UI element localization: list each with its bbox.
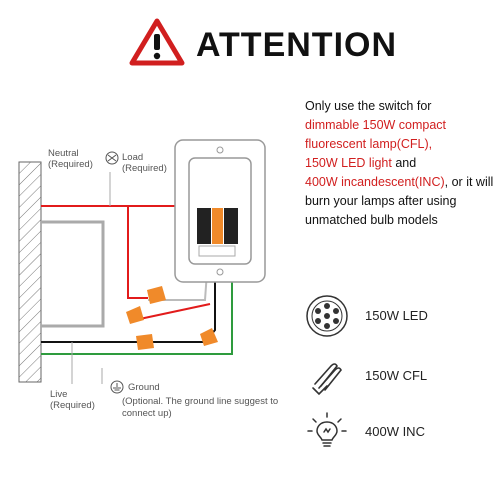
warning-description: Only use the switch for dimmable 150W co…	[305, 97, 497, 230]
junction-box-outline	[41, 220, 105, 328]
desc-and: and	[391, 156, 417, 170]
led-bulb-icon	[306, 295, 348, 337]
product-label-cfl: 150W CFL	[365, 368, 428, 383]
wiring-diagram	[18, 139, 266, 394]
ground-symbol	[110, 380, 124, 394]
desc-line1: Only use the switch for	[305, 99, 432, 113]
desc-red-cfl: dimmable 150W compact fluorescent lamp(C…	[305, 118, 447, 151]
wire-nut-load	[147, 286, 166, 304]
switch-plate	[174, 139, 266, 283]
ground-label: Ground	[128, 382, 160, 393]
product-label-led: 150W LED	[365, 308, 428, 323]
warning-icon	[129, 18, 185, 66]
page-title: ATTENTION	[196, 26, 398, 64]
product-row-led: 150W LED	[305, 294, 485, 340]
neutral-label: Neutral (Required)	[48, 148, 93, 170]
desc-red-inc: 400W incandescent(INC)	[305, 175, 445, 189]
incandescent-bulb-icon	[307, 412, 347, 447]
wire-nut-live	[136, 334, 154, 350]
lamp-symbol	[105, 151, 119, 165]
product-row-inc: 400W INC	[305, 410, 485, 456]
load-label: Load (Required)	[122, 152, 167, 174]
ground-note: (Optional. The ground line suggest to co…	[122, 396, 279, 419]
wire-nut-ground	[200, 328, 218, 346]
ground-wire	[41, 258, 233, 355]
load-wire	[127, 206, 148, 299]
desc-tail: , or it will burn your lamps after using…	[305, 175, 494, 227]
product-label-inc: 400W INC	[365, 424, 425, 439]
product-row-cfl: 150W CFL	[305, 354, 485, 400]
live-label: Live (Required)	[50, 389, 95, 411]
wire-nut-neutral	[126, 306, 144, 324]
wall	[18, 161, 42, 383]
cfl-bulb-icon	[312, 363, 342, 396]
desc-red-led: 150W LED light	[305, 156, 392, 170]
